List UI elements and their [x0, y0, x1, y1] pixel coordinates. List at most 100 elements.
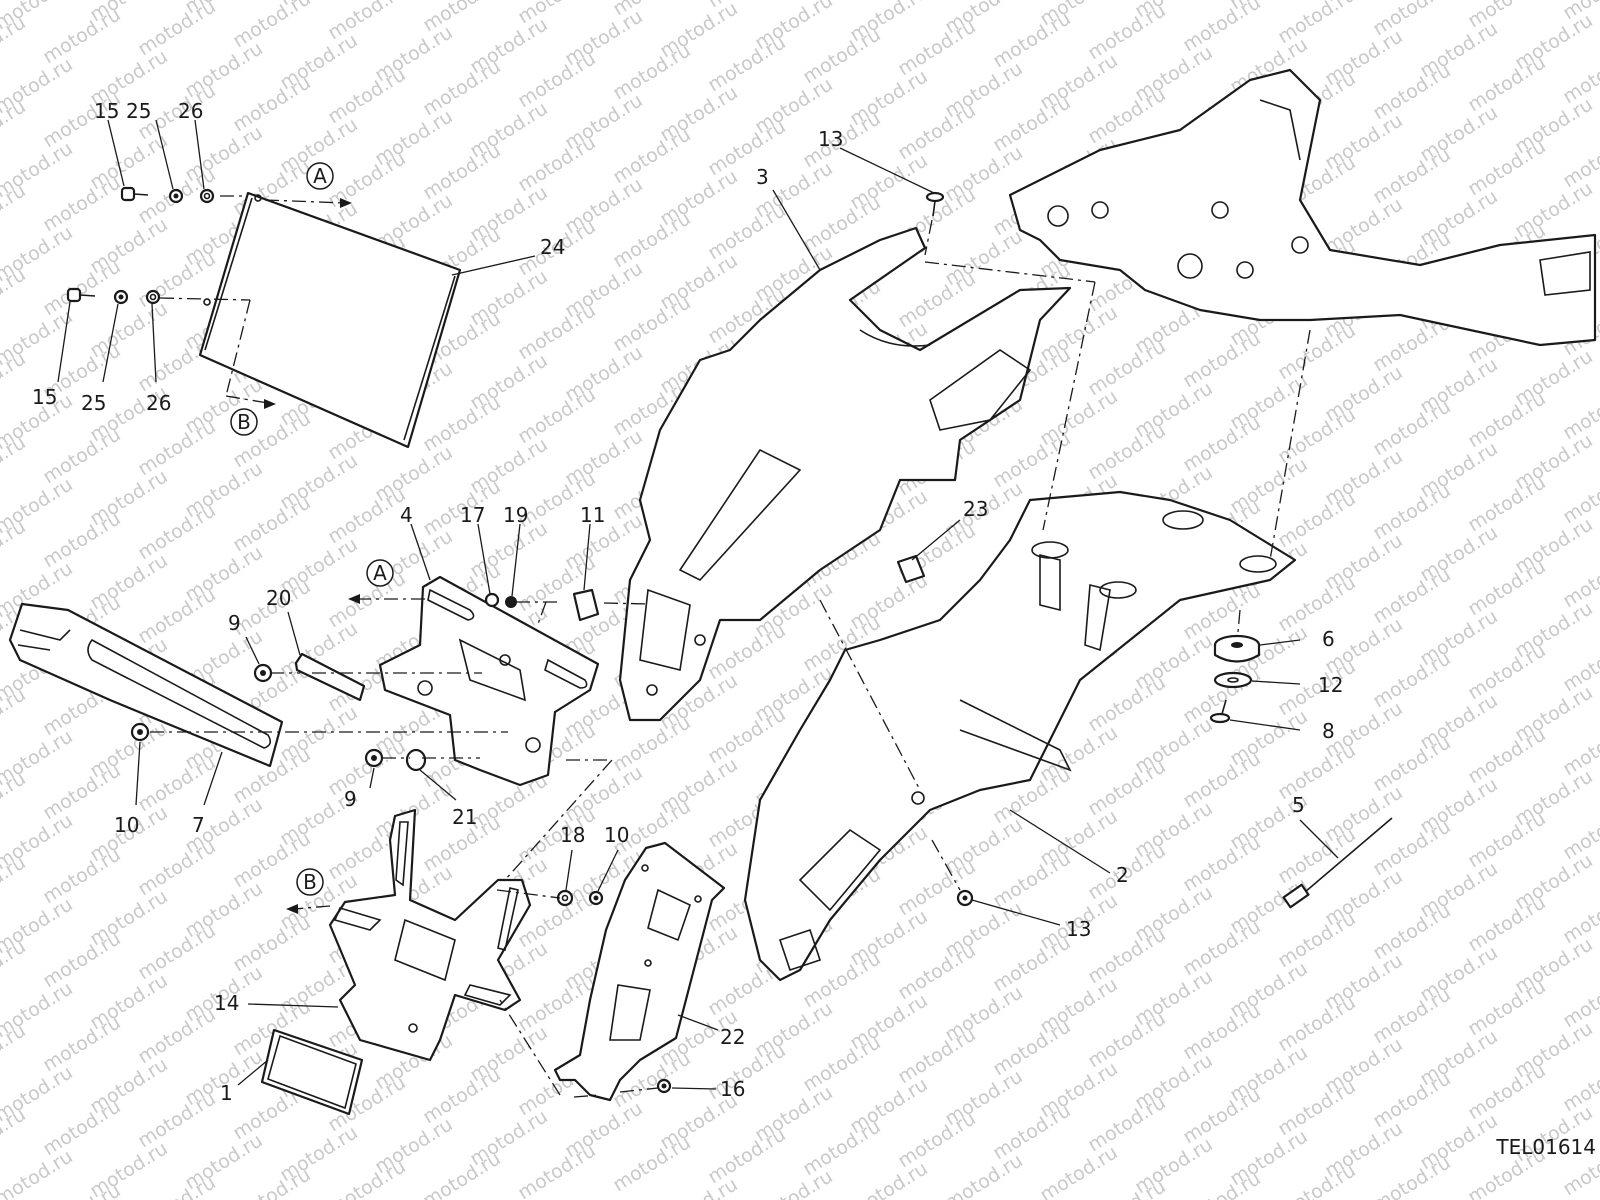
- screw-13-top: [925, 191, 945, 217]
- watermark-text: motod.ru: [324, 1155, 410, 1200]
- watermark-text: motod.ru: [704, 31, 790, 96]
- washer-25-upper: [168, 188, 184, 204]
- watermark-text: motod.ru: [134, 1087, 220, 1152]
- watermark-text: motod.ru: [1274, 571, 1360, 636]
- marker-label: A: [373, 561, 387, 585]
- watermark-text: motod.ru: [1084, 755, 1170, 820]
- callout-12: 12: [1318, 673, 1343, 697]
- watermark-text: motod.ru: [0, 515, 30, 580]
- watermark-text: motod.ru: [1464, 807, 1550, 872]
- watermark-text: motod.ru: [894, 1107, 980, 1172]
- watermark-text: motod.ru: [39, 1179, 125, 1200]
- watermark-text: motod.ru: [229, 911, 315, 976]
- marker-label: B: [237, 410, 251, 434]
- cable-tie-5: [1282, 817, 1393, 909]
- watermark-text: motod.ru: [39, 843, 125, 908]
- watermark-text: motod.ru: [324, 735, 410, 800]
- watermark-text: motod.ru: [1084, 335, 1170, 400]
- callout-3: 3: [756, 165, 769, 189]
- callout-24: 24: [540, 235, 565, 259]
- watermark-text: motod.ru: [704, 703, 790, 768]
- watermark-text: motod.ru: [39, 255, 125, 320]
- watermark-text: motod.ru: [1084, 923, 1170, 988]
- plate-20: [294, 652, 366, 702]
- marker-a-lower: A: [366, 559, 394, 587]
- callout-21: 21: [452, 805, 477, 829]
- watermark-text: motod.ru: [1179, 1167, 1265, 1200]
- callout-10: 10: [604, 823, 629, 847]
- watermark-text: motod.ru: [419, 1063, 505, 1128]
- watermark-text: motod.ru: [0, 935, 30, 1000]
- callout-7: 7: [192, 813, 205, 837]
- watermark-text: motod.ru: [1274, 403, 1360, 468]
- callout-18: 18: [560, 823, 585, 847]
- watermark-text: motod.ru: [1084, 0, 1170, 64]
- watermark-text: motod.ru: [514, 299, 600, 364]
- watermark-text: motod.ru: [39, 423, 125, 488]
- washer-21: [405, 748, 427, 772]
- watermark-text: motod.ru: [1464, 891, 1550, 956]
- watermark-text: motod.ru: [134, 415, 220, 480]
- watermark-text: motod.ru: [419, 55, 505, 120]
- watermark-text: motod.ru: [1464, 975, 1550, 1040]
- washer-25-lower: [113, 289, 129, 305]
- watermark-text: motod.ru: [229, 1163, 315, 1200]
- watermark-text: motod.ru: [134, 1003, 220, 1068]
- watermark-text: motod.ru: [1179, 999, 1265, 1064]
- watermark-text: motod.ru: [1274, 739, 1360, 804]
- watermark-text: motod.ru: [134, 499, 220, 564]
- watermark-text: motod.ru: [609, 123, 695, 188]
- watermark-text: motod.ru: [0, 179, 30, 244]
- watermark-text: motod.ru: [1274, 991, 1360, 1056]
- washer-18: [556, 889, 574, 907]
- watermark-text: motod.ru: [799, 1031, 885, 1096]
- watermark-text: motod.ru: [0, 683, 30, 748]
- watermark-text: motod.ru: [1464, 387, 1550, 452]
- watermark-text: motod.ru: [1369, 983, 1455, 1048]
- callout-25: 25: [126, 99, 151, 123]
- callout-9: 9: [344, 787, 357, 811]
- callout-15: 15: [94, 99, 119, 123]
- marker-b-upper: B: [230, 408, 258, 436]
- watermark-text: motod.ru: [0, 431, 30, 496]
- callout-16: 16: [720, 1077, 745, 1101]
- watermark-text: motod.ru: [894, 939, 980, 1004]
- watermark-text: motod.ru: [39, 3, 125, 68]
- watermark-text: motod.ru: [514, 803, 600, 868]
- callout-1: 1: [220, 1081, 233, 1105]
- watermark-text: motod.ru: [704, 115, 790, 180]
- marker-b-lower: B: [296, 868, 324, 896]
- watermark-text: motod.ru: [1274, 655, 1360, 720]
- cover-plate-22: [553, 841, 726, 1102]
- watermark-text: motod.ru: [846, 1157, 932, 1200]
- watermark-text: motod.ru: [1464, 135, 1550, 200]
- watermark-text: motod.ru: [39, 1095, 125, 1160]
- watermark-text: motod.ru: [0, 1019, 30, 1084]
- watermark-text: motod.ru: [609, 207, 695, 272]
- watermark-text: motod.ru: [1084, 1091, 1170, 1156]
- watermark-text: motod.ru: [1369, 899, 1455, 964]
- rear-subframe: [1008, 68, 1597, 347]
- watermark-text: motod.ru: [1179, 411, 1265, 476]
- watermark-text: motod.ru: [39, 171, 125, 236]
- callout-4: 4: [400, 503, 413, 527]
- marker-label: B: [303, 870, 317, 894]
- watermark-text: motod.ru: [1369, 815, 1455, 880]
- watermark-text: motod.ru: [1464, 555, 1550, 620]
- washer-26-lower: [145, 289, 161, 305]
- watermark-text: motod.ru: [941, 1149, 1027, 1200]
- watermark-text: motod.ru: [1274, 319, 1360, 384]
- watermark-text: motod.ru: [989, 91, 1075, 156]
- watermark-text: motod.ru: [1464, 471, 1550, 536]
- watermark-text: motod.ru: [39, 1011, 125, 1076]
- watermark-text: motod.ru: [1274, 1159, 1360, 1200]
- watermark-text: motod.ru: [989, 1099, 1075, 1164]
- watermark-text: motod.ru: [1369, 563, 1455, 628]
- watermark-text: motod.ru: [989, 1015, 1075, 1080]
- watermark-text: motod.ru: [704, 1123, 790, 1188]
- callout-26: 26: [146, 391, 171, 415]
- watermark-text: motod.ru: [514, 1139, 600, 1200]
- watermark-text: motod.ru: [1084, 671, 1170, 736]
- watermark-text: motod.ru: [0, 1103, 30, 1168]
